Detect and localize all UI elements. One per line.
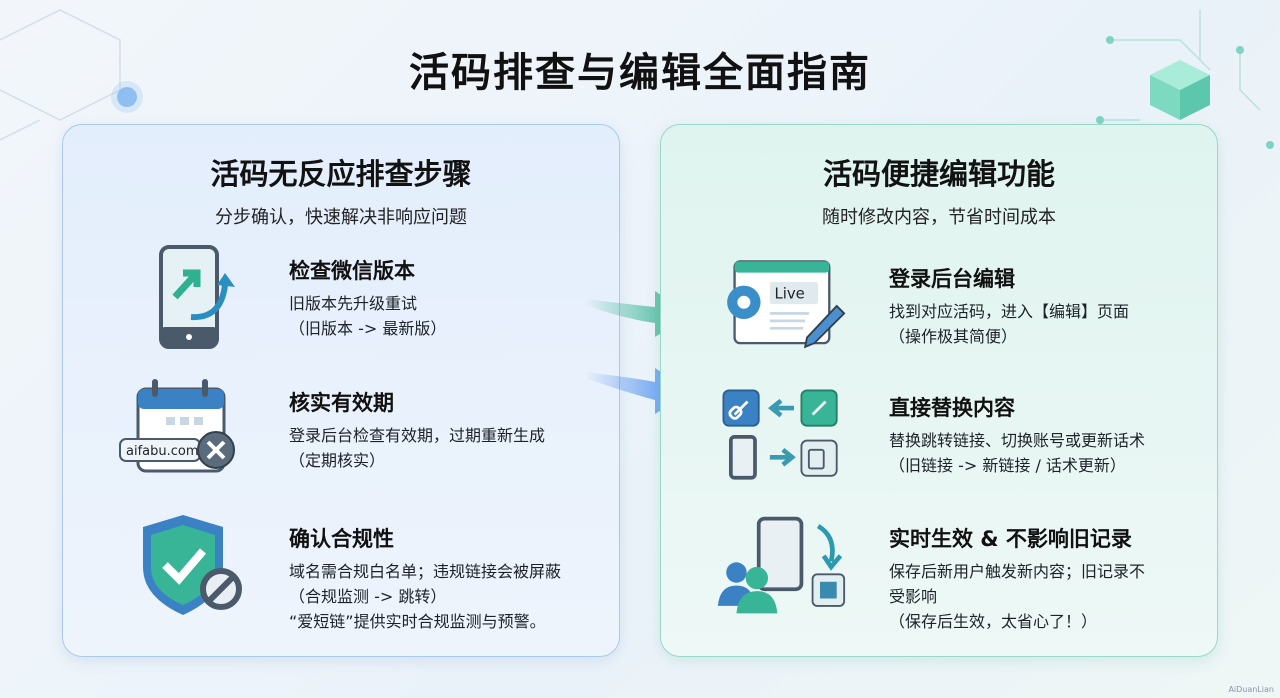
domain-label: aifabu.com [126,444,199,459]
page-title: 活码排查与编辑全面指南 [409,50,871,96]
step-text: （合规监测 -> 跳转） [289,587,447,606]
step-text: 域名需合规白名单；违规链接会被屏蔽 [289,562,562,581]
card-subtitle: 分步确认，快速解决非响应问题 [215,207,467,228]
live-label: Live [775,285,805,303]
watermark: AiDuanLian [1228,685,1274,694]
realtime-save-icon [717,516,846,614]
feature-heading: 直接替换内容 [889,396,1015,420]
step-text: 旧版本先升级重试 [289,294,418,313]
feature-text: （旧链接 -> 新链接 / 话术更新） [889,456,1126,475]
step-confirm-compliance: 确认合规性 域名需合规白名单；违规链接会被屏蔽 （合规监测 -> 跳转） “爱短… [63,511,621,631]
link-replace-icon [722,389,838,480]
step-text: “爱短链”提供实时合规监测与预警。 [289,612,546,631]
card-title: 活码无反应排查步骤 [210,157,472,191]
feature-text: 受影响 [889,587,938,606]
card-subtitle: 随时修改内容，节省时间成本 [822,207,1056,228]
step-text: （定期核实） [289,451,386,470]
step-heading: 核实有效期 [289,391,394,415]
feature-text: 保存后新用户触发新内容；旧记录不 [889,562,1146,581]
step-verify-expiry: aifabu.com 核实有效期 登录后台检查有效期，过期重新生成 （定期核实） [63,375,621,495]
step-text: （旧版本 -> 最新版） [289,319,447,338]
feature-realtime-effect: 实时生效 & 不影响旧记录 保存后新用户触发新内容；旧记录不 受影响 （保存后生… [661,511,1219,631]
editing-features-card: 活码便捷编辑功能 随时修改内容，节省时间成本 Live 登录后台编辑 找到对应活… [660,124,1218,657]
feature-text: （保存后生效，太省心了！） [889,612,1098,631]
feature-text: 找到对应活码，进入【编辑】页面 [889,302,1130,321]
feature-text: 替换跳转链接、切换账号或更新话术 [889,431,1146,450]
circuit-cube-decoration [1096,10,1274,149]
circuit-decoration-left [0,9,143,141]
phone-upgrade-icon [159,245,235,349]
step-check-wechat-version: 检查微信版本 旧版本先升级重试 （旧版本 -> 最新版） [63,243,621,363]
step-heading: 检查微信版本 [289,259,415,283]
live-edit-icon: Live [727,260,846,349]
shield-check-icon [143,515,242,615]
feature-heading: 登录后台编辑 [889,267,1015,291]
step-heading: 确认合规性 [289,527,394,551]
feature-backend-edit: Live 登录后台编辑 找到对应活码，进入【编辑】页面 （操作极其简便） [661,251,1219,371]
feature-heading: 实时生效 & 不影响旧记录 [889,527,1132,551]
troubleshooting-card: 活码无反应排查步骤 分步确认，快速解决非响应问题 检查微信版本 旧版本先升级重试… [62,124,620,657]
step-text: 登录后台检查有效期，过期重新生成 [289,426,546,445]
card-title: 活码便捷编辑功能 [822,157,1055,191]
feature-replace-content: 直接替换内容 替换跳转链接、切换账号或更新话术 （旧链接 -> 新链接 / 话术… [661,380,1219,500]
feature-text: （操作极其简便） [889,327,1018,346]
calendar-expired-icon: aifabu.com [119,379,235,473]
